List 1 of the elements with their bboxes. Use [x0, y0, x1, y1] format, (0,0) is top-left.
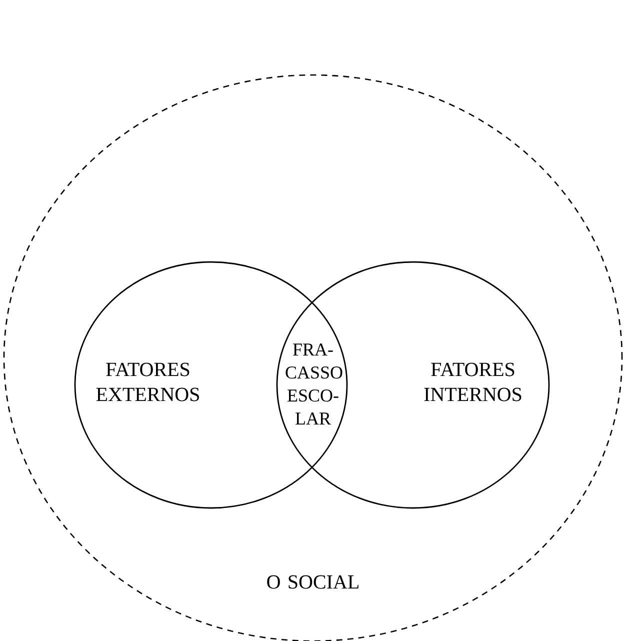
overlap-region: FRA- CASSO ESCO- LAR	[286, 344, 342, 424]
